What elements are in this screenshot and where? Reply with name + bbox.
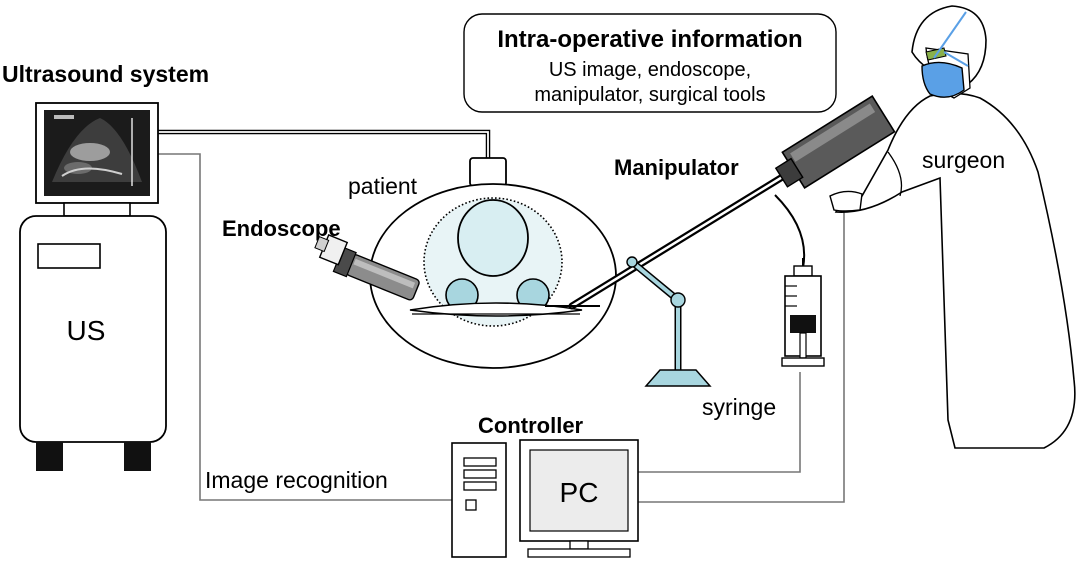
info-box: Intra-operative information US image, en… xyxy=(463,13,837,113)
surgeon-mask-strap-2 xyxy=(943,51,969,67)
syringe-tip xyxy=(793,265,813,277)
controller-label: Controller xyxy=(478,413,584,438)
surgeon-mask-strap xyxy=(933,11,967,59)
us-cart-panel xyxy=(37,243,101,269)
manipulator-cable xyxy=(638,212,845,503)
syringe-graduations xyxy=(785,285,797,307)
surgeon: surgeon xyxy=(829,5,1076,449)
endoscope-label: Endoscope xyxy=(222,216,341,241)
syringe-label: syringe xyxy=(702,394,776,420)
probe-cable-inner xyxy=(158,131,489,158)
ultrasound-image-icon xyxy=(52,115,142,186)
ultrasound-system-label: Ultrasound system xyxy=(2,61,209,87)
us-cart-wheel-right xyxy=(124,442,151,471)
pc-monitor-screen xyxy=(529,449,629,532)
syringe: syringe xyxy=(702,258,825,420)
patient: patient xyxy=(348,157,617,369)
pc-tower-drive-2 xyxy=(463,469,497,479)
info-box-frame xyxy=(463,13,837,113)
image-recognition-label: Image recognition xyxy=(205,467,388,493)
pc-monitor-base xyxy=(527,548,631,558)
surgeon-sleeve xyxy=(887,151,903,197)
syringe-cable xyxy=(638,372,801,473)
probe-cable xyxy=(158,129,491,158)
pc-tower-drive-3 xyxy=(463,481,497,491)
endoscope: Endoscope xyxy=(222,216,420,301)
syringe-thumb-rest xyxy=(781,357,825,367)
syringe-tube xyxy=(774,194,806,269)
us-monitor-stand xyxy=(63,202,131,217)
manipulator: Manipulator xyxy=(545,95,896,387)
info-title: Intra-operative information xyxy=(497,26,802,53)
manipulator-label: Manipulator xyxy=(614,155,739,180)
cables xyxy=(158,129,845,503)
controller: Controller PC Image recognition xyxy=(205,413,639,558)
syringe-plunger-rod xyxy=(799,332,807,359)
pc-tower-button xyxy=(465,499,477,511)
info-line-1: US image, endoscope, xyxy=(549,59,751,81)
info-line-2: manipulator, surgical tools xyxy=(534,84,765,106)
us-label: US xyxy=(67,315,106,346)
manipulator-shaft-inner xyxy=(570,174,786,308)
manipulator-holder-arm xyxy=(626,256,712,387)
surgeon-label: surgeon xyxy=(922,147,1005,173)
pc-label: PC xyxy=(560,477,599,508)
patient-organ xyxy=(457,199,529,277)
us-probe-icon xyxy=(469,157,507,187)
operating-table xyxy=(409,302,583,317)
manipulator-body-icon xyxy=(774,95,896,190)
syringe-plunger-head xyxy=(790,315,816,333)
patient-label: patient xyxy=(348,173,418,199)
us-cart-wheel-left xyxy=(36,442,63,471)
image-cable xyxy=(158,153,452,501)
pc-tower-drive-1 xyxy=(463,457,497,467)
ultrasound-system: Ultrasound system US xyxy=(2,61,209,471)
pc-monitor-neck xyxy=(569,540,589,550)
us-cart xyxy=(19,215,167,443)
surgeon-mask-icon xyxy=(921,61,965,98)
endoscope-icon xyxy=(314,234,420,301)
surgeon-hand xyxy=(829,190,863,212)
